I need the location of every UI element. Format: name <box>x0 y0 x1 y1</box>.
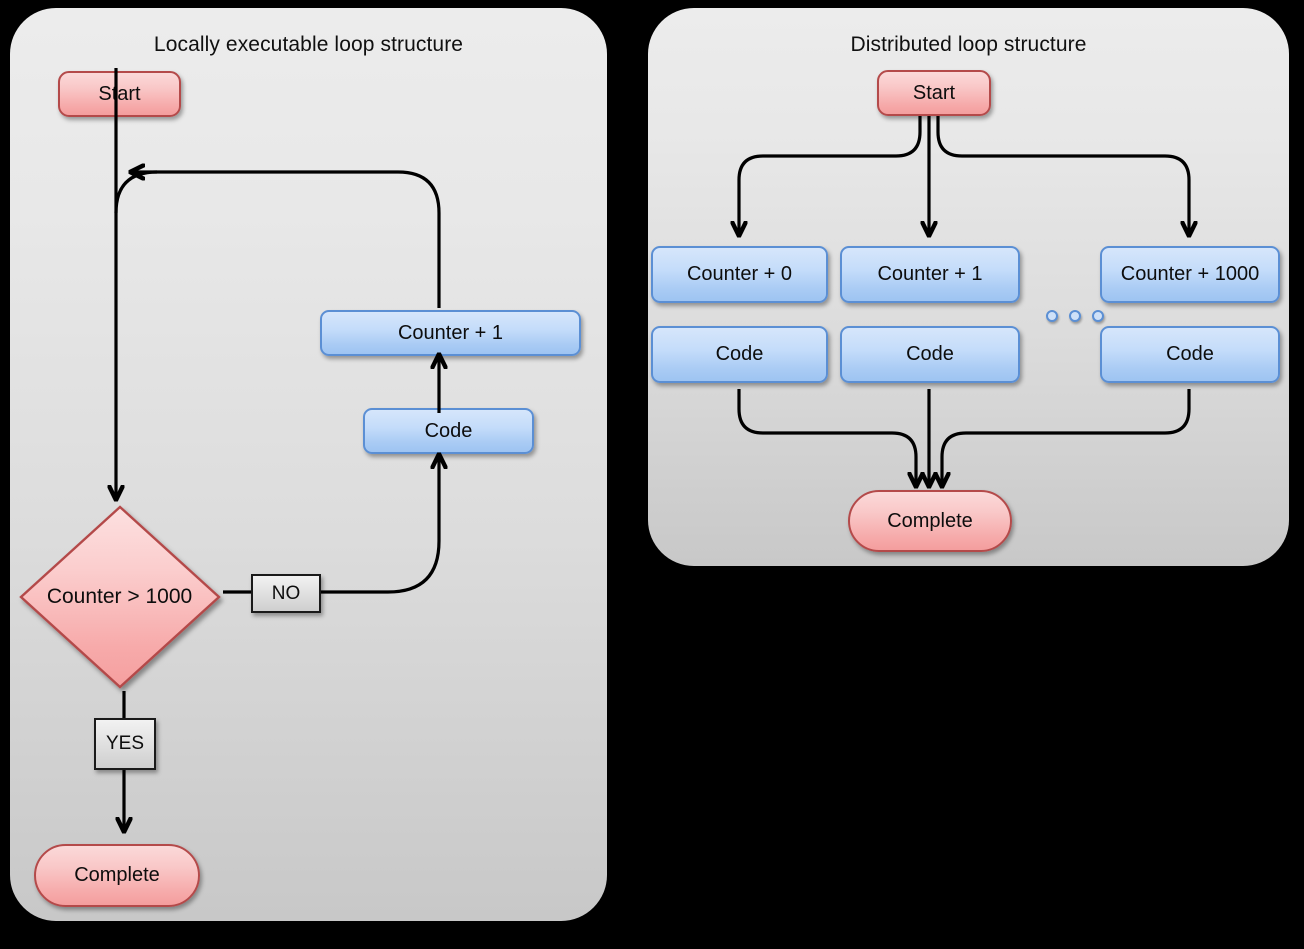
panel-distributed-loop: Distributed loop structure St <box>648 8 1289 566</box>
node-complete-local[interactable]: Complete <box>34 844 200 907</box>
node-code-branch-3[interactable]: Code <box>1100 326 1280 383</box>
node-start-distributed-label: Start <box>912 81 956 104</box>
edge-start-to-branch-1 <box>739 116 922 234</box>
node-start-local[interactable]: Start <box>58 71 181 117</box>
edge-label-no-text: NO <box>271 582 301 604</box>
node-code-local[interactable]: Code <box>363 408 534 454</box>
node-code-branch-1[interactable]: Code <box>651 326 828 383</box>
node-code-branch-1-label: Code <box>715 343 764 366</box>
node-counter-increment-label: Counter + 1 <box>397 321 504 344</box>
node-counter-branch-1[interactable]: Counter + 0 <box>651 246 828 303</box>
node-counter-branch-2-label: Counter + 1 <box>877 263 983 286</box>
left-panel-connectors <box>10 68 607 921</box>
node-decision-label: Counter > 1000 <box>46 585 193 608</box>
node-start-distributed[interactable]: Start <box>877 70 991 116</box>
node-decision-counter[interactable]: Counter > 1000 <box>16 502 223 692</box>
node-complete-local-label: Complete <box>74 864 160 887</box>
node-counter-increment[interactable]: Counter + 1 <box>320 310 581 356</box>
ellipsis-dot-1 <box>1046 310 1058 322</box>
decision-diamond-shape <box>19 505 221 689</box>
node-counter-branch-3-label: Counter + 1000 <box>1120 263 1260 286</box>
edge-loopback-join <box>114 170 158 214</box>
node-complete-distributed-label: Complete <box>887 509 973 532</box>
edge-start-to-branch-3 <box>936 116 1189 234</box>
panel-title-distributed: Distributed loop structure <box>850 33 1087 56</box>
edge-branch-3-to-complete <box>942 389 1191 485</box>
node-code-local-label: Code <box>424 419 473 442</box>
edge-label-yes[interactable]: YES <box>94 718 156 770</box>
ellipsis-indicator <box>1046 310 1104 322</box>
node-code-branch-2[interactable]: Code <box>840 326 1020 383</box>
ellipsis-dot-2 <box>1069 310 1081 322</box>
node-counter-branch-1-label: Counter + 0 <box>686 263 793 286</box>
node-code-branch-2-label: Code <box>906 343 954 366</box>
node-start-local-label: Start <box>98 82 141 105</box>
edge-label-no[interactable]: NO <box>251 574 321 613</box>
edge-label-yes-text: YES <box>105 733 145 754</box>
panel-locally-executable-loop: Locally executable loop structure <box>10 8 607 921</box>
node-counter-branch-3[interactable]: Counter + 1000 <box>1100 246 1280 303</box>
node-counter-branch-2[interactable]: Counter + 1 <box>840 246 1020 303</box>
panel-title-local: Locally executable loop structure <box>153 33 464 56</box>
ellipsis-dot-3 <box>1092 310 1104 322</box>
node-code-branch-3-label: Code <box>1166 343 1214 366</box>
edge-counter-loopback <box>132 172 441 308</box>
node-complete-distributed[interactable]: Complete <box>848 490 1012 552</box>
edge-no-to-code <box>321 456 439 594</box>
edge-branch-1-to-complete <box>737 389 916 485</box>
